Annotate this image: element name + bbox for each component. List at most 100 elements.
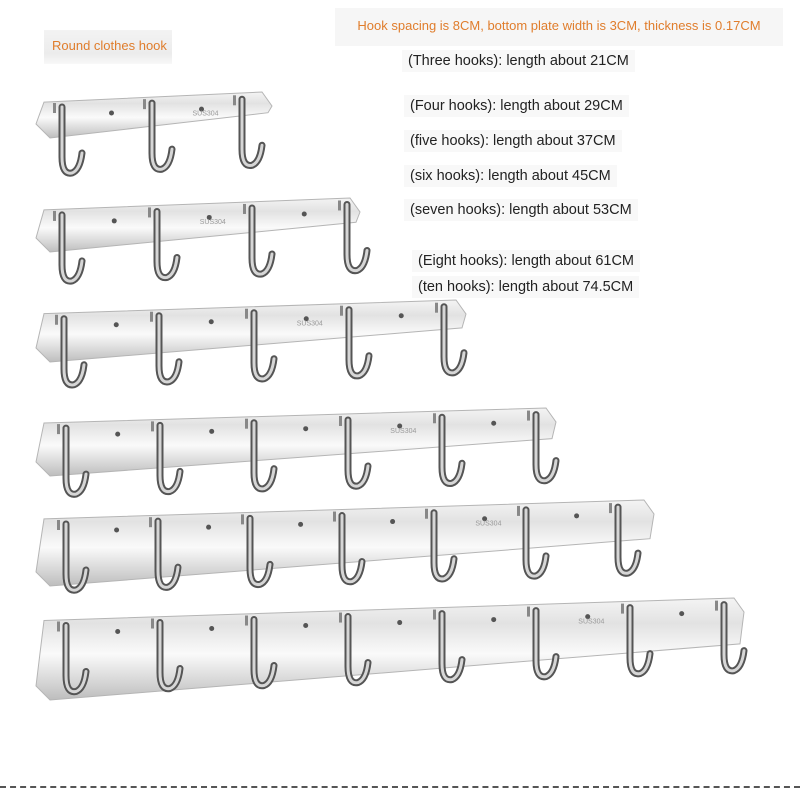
hook: [158, 423, 182, 494]
hook-mount-tab: [339, 612, 342, 623]
hook-mount-tab: [57, 424, 60, 435]
screw-hole: [209, 428, 215, 434]
hook-mount-tab: [245, 308, 248, 319]
hook-mount-tab: [338, 200, 341, 211]
hook: [64, 623, 88, 694]
screw-hole: [574, 513, 580, 519]
screw-hole: [114, 527, 120, 533]
hook: [534, 413, 558, 483]
hook: [628, 606, 652, 676]
hook: [155, 209, 179, 280]
hook: [252, 618, 276, 688]
screw-hole: [585, 614, 591, 620]
screw-hole: [209, 626, 215, 632]
hook-rack-8: SUS304: [35, 597, 748, 701]
hook: [347, 308, 371, 378]
screw-hole: [199, 106, 204, 112]
screw-hole: [303, 316, 309, 322]
hook-mount-tab: [149, 517, 152, 528]
screw-hole: [390, 519, 396, 525]
back-plate: [35, 407, 557, 477]
brand-stamp: SUS304: [390, 428, 416, 435]
hook: [240, 97, 264, 167]
hook-mount-tab: [233, 95, 236, 106]
screw-hole: [491, 617, 497, 623]
hook: [346, 418, 370, 488]
hook-mount-tab: [435, 302, 438, 313]
hook-mount-tab: [621, 603, 624, 614]
length-label-10: (ten hooks): length about 74.5CM: [412, 276, 640, 298]
length-label-6: (six hooks): length about 45CM: [404, 165, 617, 187]
length-label-5: (five hooks): length about 37CM: [404, 130, 622, 152]
screw-hole: [115, 431, 121, 437]
hook-mount-tab: [715, 600, 718, 611]
screw-hole: [491, 420, 497, 426]
brand-stamp: SUS304: [200, 219, 226, 226]
length-label-8: (Eight hooks): length about 61CM: [412, 250, 641, 272]
hook-mount-tab: [425, 508, 428, 519]
hook-mount-tab: [245, 615, 248, 626]
hook-mount-tab: [340, 305, 343, 316]
hook: [64, 522, 88, 592]
hook-mount-tab: [517, 505, 520, 516]
hook: [250, 206, 274, 276]
hook: [60, 105, 84, 175]
hook: [722, 603, 746, 673]
hook-mount-tab: [527, 410, 530, 421]
screw-hole: [109, 110, 114, 116]
hook: [60, 213, 84, 283]
spec-note: Hook spacing is 8CM, bottom plate width …: [335, 8, 783, 46]
hook: [252, 421, 276, 491]
brand-stamp: SUS304: [297, 320, 323, 327]
hook-mount-tab: [55, 314, 58, 325]
back-plate: [35, 597, 745, 701]
hook: [252, 311, 276, 381]
screw-hole: [397, 620, 403, 626]
hook: [346, 615, 370, 685]
hook: [157, 314, 181, 384]
screw-hole: [113, 322, 119, 328]
dashed-divider: [0, 786, 800, 788]
product-title-tag: Round clothes hook: [44, 30, 172, 64]
hook-rack-4: SUS304: [35, 197, 371, 285]
hook: [616, 505, 640, 575]
hook-mount-tab: [57, 520, 60, 531]
hook-mount-tab: [333, 511, 336, 522]
hook: [64, 426, 88, 496]
screw-hole: [208, 319, 214, 325]
hook: [534, 609, 558, 679]
screw-hole: [301, 211, 307, 217]
hook: [524, 508, 548, 578]
hook: [150, 101, 174, 171]
brand-stamp: SUS304: [193, 110, 219, 117]
screw-hole: [206, 524, 212, 530]
hook: [62, 317, 86, 387]
hook: [340, 514, 364, 584]
screw-hole: [679, 611, 685, 617]
hook: [442, 305, 466, 375]
screw-hole: [111, 218, 117, 224]
hook-mount-tab: [243, 203, 246, 214]
hook: [156, 519, 180, 589]
back-plate: [35, 197, 361, 253]
hook: [440, 415, 464, 485]
hook: [432, 511, 456, 581]
screw-hole: [397, 423, 403, 429]
hook-mount-tab: [609, 503, 612, 514]
hook-mount-tab: [527, 606, 530, 617]
hook: [158, 621, 182, 691]
hook-mount-tab: [339, 415, 342, 426]
brand-stamp: SUS304: [475, 520, 501, 527]
length-label-4: (Four hooks): length about 29CM: [404, 95, 629, 117]
screw-hole: [115, 628, 121, 634]
hook-mount-tab: [245, 418, 248, 429]
hook-rack-3: SUS304: [35, 91, 273, 177]
length-label-3: (Three hooks): length about 21CM: [402, 50, 635, 72]
screw-hole: [206, 214, 212, 220]
hook-mount-tab: [148, 207, 151, 218]
hook-rack-5: SUS304: [35, 299, 468, 389]
hook-mount-tab: [53, 210, 56, 221]
screw-hole: [303, 426, 309, 432]
hook-mount-tab: [143, 99, 146, 110]
